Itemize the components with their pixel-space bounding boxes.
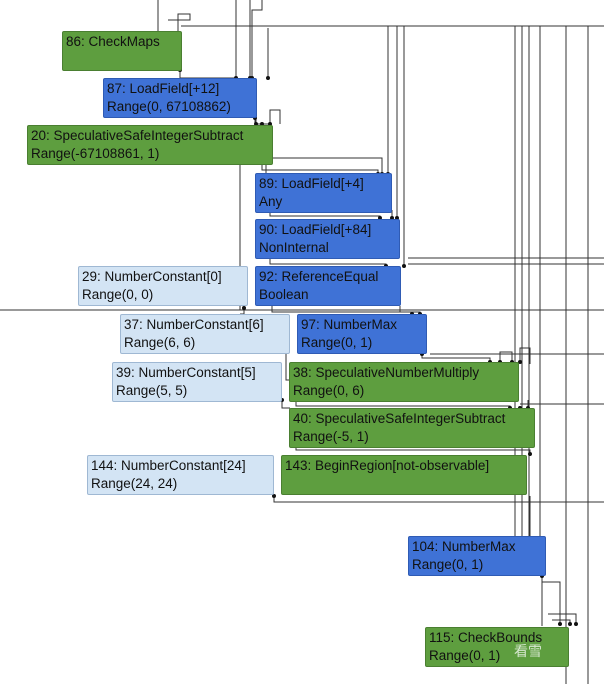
port: [518, 360, 522, 364]
node-144-number-constant[interactable]: 144: NumberConstant[24] Range(24, 24): [87, 455, 274, 495]
node-title: 97: NumberMax: [301, 317, 398, 332]
node-title: 20: SpeculativeSafeIntegerSubtract: [31, 128, 244, 143]
port: [242, 306, 246, 310]
node-title: 38: SpeculativeNumberMultiply: [293, 365, 480, 380]
node-type: Range(0, 1): [301, 335, 373, 350]
node-89-loadfield[interactable]: 89: LoadField[+4] Any: [255, 173, 392, 213]
port: [574, 622, 578, 626]
edge: [251, 0, 263, 80]
node-type: Range(5, 5): [116, 383, 188, 398]
edge: [281, 400, 290, 409]
node-39-number-constant[interactable]: 39: NumberConstant[5] Range(5, 5): [112, 362, 282, 402]
node-29-number-constant[interactable]: 29: NumberConstant[0] Range(0, 0): [78, 266, 248, 306]
node-type: Range(0, 0): [82, 287, 154, 302]
node-title: 29: NumberConstant[0]: [82, 269, 222, 284]
edge: [499, 351, 513, 364]
edge: [273, 496, 604, 503]
edge: [179, 70, 236, 79]
node-86-checkmaps[interactable]: 86: CheckMaps: [62, 31, 182, 71]
port: [528, 452, 532, 456]
edge: [272, 157, 383, 176]
node-type: Range(24, 24): [91, 476, 178, 491]
edge: [541, 576, 561, 626]
node-type: Range(6, 6): [124, 335, 196, 350]
node-type: Range(0, 1): [412, 557, 484, 572]
node-title: 40: SpeculativeSafeIntegerSubtract: [293, 411, 506, 426]
port: [272, 494, 276, 498]
node-title: 144: NumberConstant[24]: [91, 458, 246, 473]
node-type: Range(-5, 1): [293, 429, 369, 444]
node-37-number-constant[interactable]: 37: NumberConstant[6] Range(6, 6): [120, 314, 290, 354]
node-type: NonInternal: [259, 240, 329, 255]
watermark: 看雪: [514, 643, 542, 659]
node-20-speculative-safe-integer-subtract[interactable]: 20: SpeculativeSafeIntegerSubtract Range…: [27, 125, 273, 165]
node-title: 92: ReferenceEqual: [259, 269, 379, 284]
node-type: Range(-67108861, 1): [31, 146, 160, 161]
node-143-begin-region[interactable]: 143: BeginRegion[not-observable]: [281, 455, 527, 495]
port: [402, 264, 406, 268]
node-38-speculative-number-multiply[interactable]: 38: SpeculativeNumberMultiply Range(0, 6…: [289, 362, 519, 402]
node-title: 86: CheckMaps: [66, 34, 160, 49]
node-type: Range(0, 1): [429, 648, 501, 663]
node-90-loadfield[interactable]: 90: LoadField[+84] NonInternal: [255, 219, 400, 259]
port: [558, 622, 562, 626]
node-title: 90: LoadField[+84]: [259, 222, 372, 237]
node-title: 143: BeginRegion[not-observable]: [285, 458, 490, 473]
node-type: Any: [259, 194, 283, 209]
node-87-loadfield[interactable]: 87: LoadField[+12] Range(0, 67108862): [103, 78, 257, 118]
node-92-reference-equal[interactable]: 92: ReferenceEqual Boolean: [255, 266, 401, 306]
node-type: Boolean: [259, 287, 309, 302]
edge: [168, 13, 191, 34]
node-40-speculative-safe-integer-subtract[interactable]: 40: SpeculativeSafeIntegerSubtract Range…: [289, 408, 535, 448]
node-title: 115: CheckBounds: [429, 630, 543, 645]
edge: [285, 352, 290, 381]
node-type: Range(0, 67108862): [107, 99, 231, 114]
node-title: 37: NumberConstant[6]: [124, 317, 264, 332]
node-title: 89: LoadField[+4]: [259, 176, 364, 191]
node-type: Range(0, 6): [293, 383, 365, 398]
port: [568, 622, 572, 626]
node-115-check-bounds[interactable]: 115: CheckBounds Range(0, 1): [425, 627, 569, 667]
edge: [254, 109, 281, 125]
node-title: 87: LoadField[+12]: [107, 81, 220, 96]
node-104-number-max[interactable]: 104: NumberMax Range(0, 1): [408, 536, 546, 576]
port: [266, 76, 270, 80]
edge: [519, 347, 531, 364]
node-title: 104: NumberMax: [412, 539, 516, 554]
node-97-number-max[interactable]: 97: NumberMax Range(0, 1): [297, 314, 427, 354]
node-title: 39: NumberConstant[5]: [116, 365, 256, 380]
